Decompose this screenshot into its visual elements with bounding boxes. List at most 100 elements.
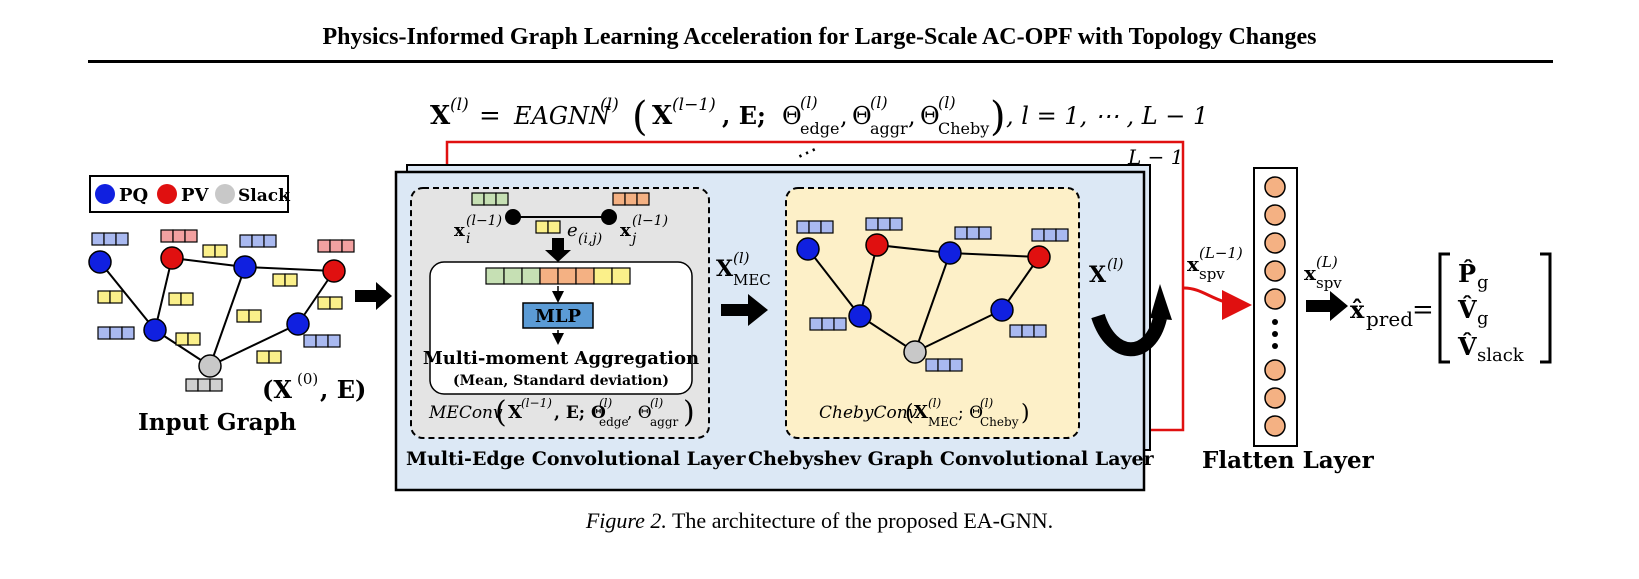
header-rule xyxy=(88,60,1553,63)
mec-output-arrow xyxy=(721,294,768,326)
output-arrow xyxy=(1306,291,1348,321)
mlp-label: MLP xyxy=(535,306,582,327)
eq-theta1: Θ xyxy=(782,102,802,130)
eq-comma1: , xyxy=(840,102,848,130)
vector-bracket-right xyxy=(1540,252,1552,364)
prediction-equals: = xyxy=(1412,295,1434,325)
mec-formula-close: ) xyxy=(683,395,695,430)
concatenated-feature-vector xyxy=(485,267,631,285)
layer-count-label: L − 1 xyxy=(1127,145,1183,169)
mec-formula-x: X xyxy=(508,402,522,423)
pred-p-sub: g xyxy=(1477,272,1489,293)
input-arrow xyxy=(355,282,392,310)
pred-vs: V̂ xyxy=(1457,332,1477,361)
input-node-pv xyxy=(322,259,346,283)
pv-legend-label: PV xyxy=(181,185,210,206)
layer-output-sup: (l) xyxy=(1107,255,1124,273)
pred-p: P̂ xyxy=(1458,259,1476,288)
mec-xj: x xyxy=(620,220,631,241)
cheby-node-pv xyxy=(1027,245,1051,269)
pred-vs-sub: slack xyxy=(1477,345,1525,366)
aggregation-title: Multi-moment Aggregation xyxy=(423,348,699,369)
prediction-base: x̂ xyxy=(1350,295,1365,324)
header-title: Physics-Informed Graph Learning Accelera… xyxy=(322,24,1317,50)
concat-edge xyxy=(593,267,631,285)
cheby-node-pq xyxy=(848,304,872,328)
vector-bracket-left xyxy=(1438,252,1450,364)
pv-feature-vector xyxy=(160,229,198,243)
mec-formula-t1-sup: (l) xyxy=(599,396,613,410)
pq-feature-vector xyxy=(91,232,129,246)
layer-output-label: X (l) xyxy=(1089,255,1124,288)
pv-feature-vector xyxy=(317,239,355,253)
spv-final-label: x (L) spv xyxy=(1304,253,1342,292)
node-j-feature-vector xyxy=(612,192,650,206)
figure-caption: Figure 2. The architecture of the propos… xyxy=(0,508,1639,534)
mec-formula-x-sup: (l−1) xyxy=(521,396,552,410)
mec-xj-sub: j xyxy=(629,231,637,247)
mec-output-sub: MEC xyxy=(733,271,771,289)
flatten-ellipsis xyxy=(1272,319,1278,349)
caption-text: The architecture of the proposed EA-GNN. xyxy=(671,508,1054,533)
mec-formula-e: , E; Θ xyxy=(554,403,606,423)
eq-paren-open: ( xyxy=(632,94,648,140)
input-formula-open: (X xyxy=(262,375,292,404)
mec-output-base: X xyxy=(716,256,734,282)
pv-legend-marker xyxy=(157,184,177,204)
eq-theta1-sup: (l) xyxy=(800,93,818,112)
cheby-node-pq xyxy=(938,241,962,265)
mec-xi-sub: i xyxy=(466,231,470,247)
mec-edge-label: e xyxy=(567,220,578,241)
cheby-node-pq xyxy=(796,237,820,261)
cheby-formula-t-sub: Cheby xyxy=(980,415,1019,429)
mlp-block xyxy=(522,302,594,329)
edge-feature-vectors xyxy=(97,244,343,364)
spv-final-base: x xyxy=(1304,261,1317,285)
pred-v: V̂ xyxy=(1457,295,1477,324)
prediction-sub: pred xyxy=(1366,307,1413,331)
cheby-graph-nodes xyxy=(796,233,1051,364)
eq-arg-x: X xyxy=(652,101,673,131)
layer-equation: X (l) = EAGNN (l) ( X (l−1) , E; Θ (l) e… xyxy=(430,93,1208,140)
cheby-formula-x-sup: (l) xyxy=(928,396,942,410)
pq-feature-vector xyxy=(239,234,277,248)
edge-ij-feature-vector xyxy=(535,220,561,234)
eq-theta2-sup: (l) xyxy=(870,93,888,112)
cheby-formula-open: ( xyxy=(905,401,914,426)
eq-theta3-sup: (l) xyxy=(938,93,956,112)
input-node-pq xyxy=(88,250,112,274)
pq-feature-vector xyxy=(303,334,341,348)
cheby-layer-box xyxy=(785,187,1080,439)
mec-layer-label: Multi-Edge Convolutional Layer xyxy=(406,448,746,470)
mec-edge-sub: (i,j) xyxy=(578,231,602,247)
mec-output-label: X (l) MEC xyxy=(716,249,771,289)
spv-prev-arrow xyxy=(1183,286,1252,320)
input-node-pq xyxy=(143,318,167,342)
spv-prev-sup: (L−1) xyxy=(1199,244,1243,262)
mec-xi: x xyxy=(454,220,465,241)
eq-lhs-sup: (l) xyxy=(450,95,469,115)
mec-formula: MEConv ( X (l−1) , E; Θ (l) edge , Θ (l)… xyxy=(428,395,695,430)
spv-final-sub: spv xyxy=(1316,274,1342,292)
eq-arg-e: , E; xyxy=(722,101,766,130)
aggregation-subtitle: (Mean, Standard deviation) xyxy=(453,373,669,389)
mec-formula-t2-sub: aggr xyxy=(650,415,679,429)
mec-xi-sup: (l−1) xyxy=(466,213,502,229)
pq-legend-label: PQ xyxy=(119,185,148,206)
input-node-pq xyxy=(286,312,310,336)
slack-legend-marker xyxy=(215,184,235,204)
eq-theta2: Θ xyxy=(852,102,872,130)
input-node-slack xyxy=(198,354,222,378)
recurrent-loop-arrow xyxy=(1091,313,1167,357)
eq-func-sup: (l) xyxy=(600,95,619,115)
input-graph-nodes xyxy=(88,246,346,378)
prediction-output: x̂ pred = xyxy=(1350,295,1434,331)
eq-theta2-sub: aggr xyxy=(870,119,908,138)
concat-node-j xyxy=(539,267,595,285)
input-formula-sup: (0) xyxy=(297,370,318,388)
input-graph xyxy=(99,257,335,367)
slack-feature-vector xyxy=(185,378,223,392)
eq-theta3-sub: Cheby xyxy=(938,119,989,138)
mec-formula-func: MEConv xyxy=(428,403,503,423)
spv-prev-sub: spv xyxy=(1199,265,1225,283)
